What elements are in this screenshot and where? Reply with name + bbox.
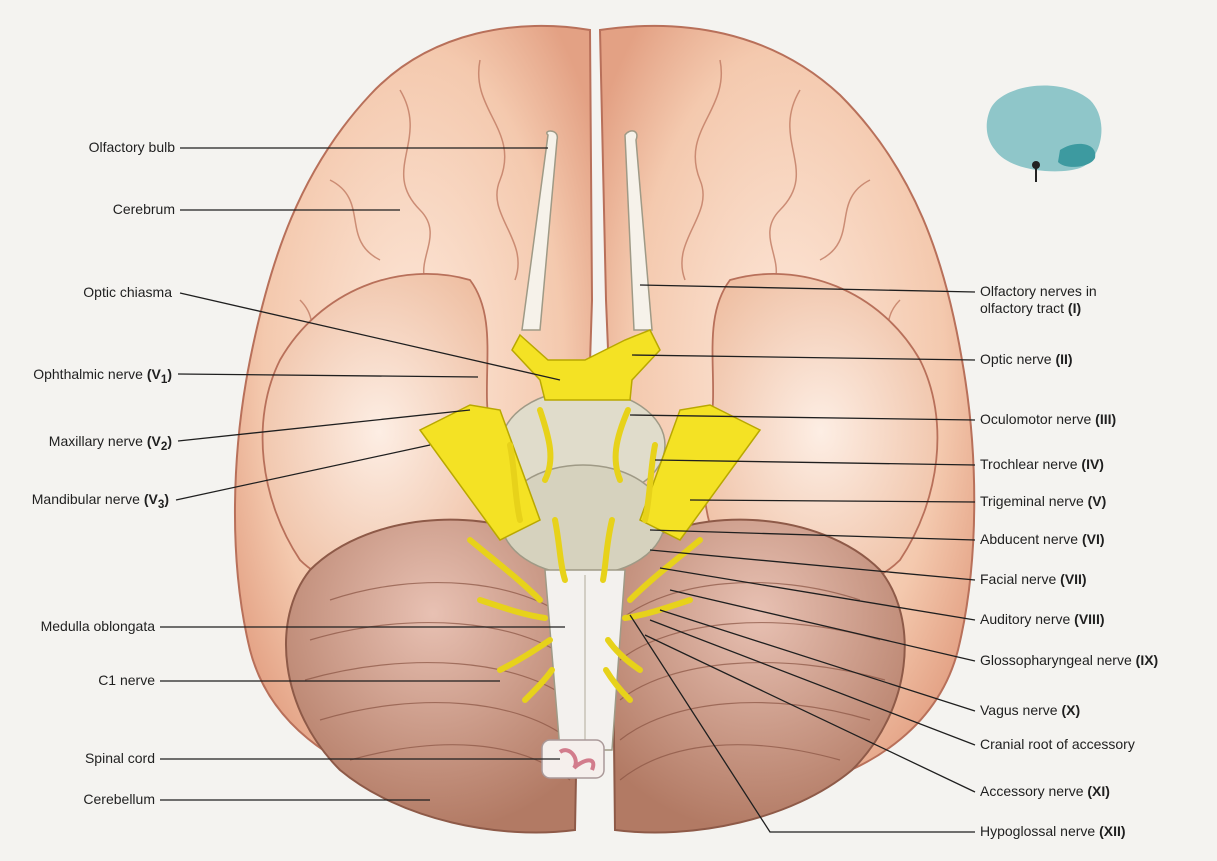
brain-orientation-icon: [987, 86, 1102, 182]
right-cerebellar-hemisphere: [612, 520, 905, 833]
label-olfactory-nerves: Olfactory nerves in olfactory tract (I): [980, 283, 1097, 317]
label-c1-nerve: C1 nerve: [98, 672, 155, 689]
label-cerebrum: Cerebrum: [113, 201, 175, 218]
label-olfactory-bulb: Olfactory bulb: [89, 139, 175, 156]
label-abducent-nerve: Abducent nerve (VI): [980, 531, 1105, 548]
label-maxillary-nerve: Maxillary nerve (V2): [49, 433, 172, 455]
label-facial-nerve: Facial nerve (VII): [980, 571, 1087, 588]
label-oculomotor-nerve: Oculomotor nerve (III): [980, 411, 1116, 428]
label-vagus-nerve: Vagus nerve (X): [980, 702, 1080, 719]
label-accessory-nerve: Accessory nerve (XI): [980, 783, 1110, 800]
label-cerebellum: Cerebellum: [83, 791, 155, 808]
label-optic-nerve: Optic nerve (II): [980, 351, 1073, 368]
label-auditory-nerve: Auditory nerve (VIII): [980, 611, 1105, 628]
label-hypoglossal-nerve: Hypoglossal nerve (XII): [980, 823, 1126, 840]
label-glossopharyngeal-nerve: Glossopharyngeal nerve (IX): [980, 652, 1158, 669]
label-medulla-oblongata: Medulla oblongata: [41, 618, 155, 635]
label-spinal-cord: Spinal cord: [85, 750, 155, 767]
left-cerebellar-hemisphere: [286, 520, 580, 833]
label-optic-chiasma: Optic chiasma: [83, 284, 172, 301]
label-trochlear-nerve: Trochlear nerve (IV): [980, 456, 1104, 473]
label-trigeminal-nerve: Trigeminal nerve (V): [980, 493, 1106, 510]
label-ophthalmic-nerve: Ophthalmic nerve (V1): [33, 366, 172, 388]
label-cranial-root-accessory: Cranial root of accessory: [980, 736, 1135, 753]
label-mandibular-nerve: Mandibular nerve (V3): [32, 491, 169, 513]
